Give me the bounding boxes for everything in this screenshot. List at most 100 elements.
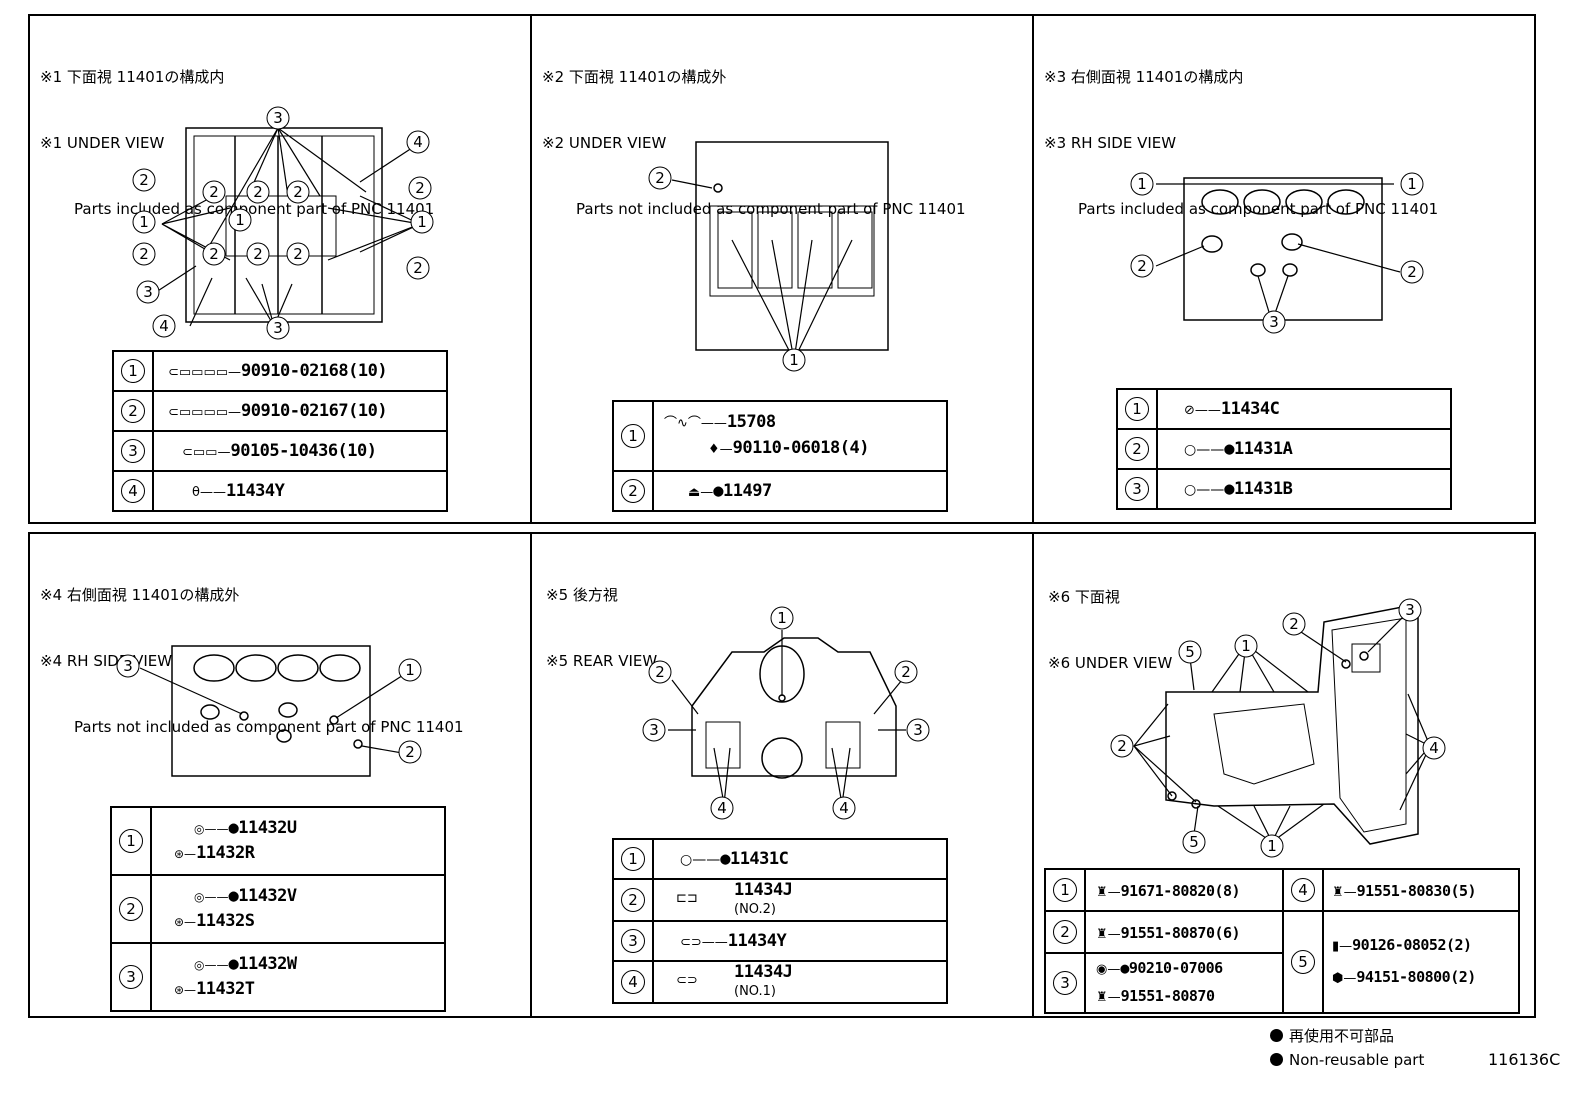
bolt-icon: ⊛— [174, 915, 197, 929]
svg-text:2: 2 [209, 245, 219, 263]
row-number: 4 [121, 479, 145, 503]
svg-text:3: 3 [649, 721, 659, 739]
part-number: ●11431C [720, 849, 789, 869]
part-note: (NO.1) [734, 984, 776, 999]
part-number-2: 91551-80870 [1120, 987, 1215, 1005]
callouts: 1 1 2 2 3 [1130, 172, 1424, 334]
table-row: 1 ⊘——11434C [1116, 388, 1452, 430]
callout-3: 3 [642, 718, 666, 742]
svg-text:2: 2 [655, 663, 665, 681]
callout-1: 1 [1130, 172, 1154, 196]
callouts: 3 2 1 5 2 4 5 1 [1110, 598, 1446, 858]
svg-text:5: 5 [1189, 833, 1199, 851]
part-number: 15708 [726, 412, 776, 432]
callout-4: 4 [406, 130, 430, 154]
title-ja: ※4 右側面視 11401の構成外 [40, 586, 240, 604]
title-en: ※2 UNDER VIEW [542, 134, 667, 152]
svg-text:2: 2 [1289, 615, 1299, 633]
svg-text:2: 2 [293, 183, 303, 201]
part-number-2: 11432R [196, 843, 255, 863]
part-number-2: 11432S [196, 911, 255, 931]
svg-text:2: 2 [209, 183, 219, 201]
callout-2: 2 [132, 242, 156, 266]
svg-text:2: 2 [293, 245, 303, 263]
callout-2: 2 [1110, 734, 1134, 758]
table-row: 3 ◎——●11432W ⊛—11432T [110, 942, 446, 1012]
svg-text:2: 2 [253, 183, 263, 201]
row-number: 1 [1125, 397, 1149, 421]
engine-block-under-drawing: 3 4 2 2 2 2 2 1 1 1 2 2 2 2 2 3 4 3 [132, 106, 434, 340]
callout-3: 3 [136, 280, 160, 304]
legend-item-en: Non-reusable part [1270, 1048, 1424, 1072]
svg-text:3: 3 [1269, 313, 1279, 331]
row-number: 2 [119, 897, 143, 921]
legend-item-ja: 再使用不可部品 [1270, 1024, 1424, 1048]
callout-4: 4 [1422, 736, 1446, 760]
oil-pan-under-drawing: 3 2 1 5 2 4 5 1 [1110, 598, 1446, 858]
bolt-icon: ♜— [1096, 926, 1121, 942]
callout-2: 2 [1130, 254, 1154, 278]
panel-6-under-view: ※6 下面視 ※6 UNDER VIEW 3 2 1 5 [1032, 532, 1536, 1018]
plug-icon: ⏏— [688, 485, 714, 500]
bolt-icon: ♜— [1096, 990, 1121, 1005]
cap-icon: ○—— [1184, 442, 1225, 458]
part-number: 91551-80830(5) [1356, 881, 1477, 900]
callout-2: 2 [648, 166, 672, 190]
panel-5-rear-view: ※5 後方視 ※5 REAR VIEW 1 2 2 3 3 4 4 [530, 532, 1034, 1018]
callout-1: 1 [398, 658, 422, 682]
table-row: 2 ⏏—●11497 [612, 470, 948, 512]
callout-5: 5 [1178, 640, 1202, 664]
svg-text:2: 2 [413, 259, 423, 277]
title-ja: ※6 下面視 [1048, 588, 1120, 606]
row-number: 3 [1125, 477, 1149, 501]
part-number: 90105-10436(10) [230, 441, 377, 461]
title-en: ※5 REAR VIEW [546, 652, 658, 670]
callout-2: 2 [1400, 260, 1424, 284]
svg-text:4: 4 [839, 799, 849, 817]
screw-icon: ♦— [708, 442, 733, 457]
row-number: 1 [119, 829, 143, 853]
figure-id: 116136C [1488, 1050, 1561, 1069]
part-number-2: 90110-06018(4) [732, 438, 870, 458]
table-row: 2 ⊏⊐ 11434J (NO.2) [612, 878, 948, 922]
washer-icon: ◉— [1096, 962, 1121, 977]
wire-clip-icon: ⌒∿⌒—— [664, 416, 727, 431]
callout-3: 3 [1262, 310, 1286, 334]
svg-text:4: 4 [717, 799, 727, 817]
row-number: 1 [121, 359, 145, 383]
svg-text:4: 4 [1429, 739, 1439, 757]
part-number: 91551-80870(6) [1120, 923, 1241, 942]
part-number: ●11432V [228, 886, 297, 906]
row-number: 2 [121, 399, 145, 423]
panel-title: ※5 後方視 ※5 REAR VIEW [546, 540, 657, 716]
callout-2: 2 [286, 242, 310, 266]
row-number: 2 [621, 479, 645, 503]
svg-text:3: 3 [913, 721, 923, 739]
svg-text:2: 2 [901, 663, 911, 681]
callout-1: 1 [1260, 834, 1284, 858]
row-number: 3 [119, 965, 143, 989]
callouts: 1 2 2 3 3 4 4 [642, 606, 930, 820]
panel-2-under-view: ※2 下面視 11401の構成外 ※2 UNDER VIEW Parts not… [530, 14, 1034, 524]
callouts: 2 1 [648, 166, 806, 372]
table-row: 3 ◉—●90210-07006 ♜—91551-80870 [1044, 952, 1519, 1014]
svg-text:1: 1 [1137, 175, 1147, 193]
bolt-icon: ⊂▭▭— [182, 445, 231, 460]
callout-2: 2 [1282, 612, 1306, 636]
part-number: 90910-02168(10) [241, 361, 388, 381]
callouts: 3 4 2 2 2 2 2 1 1 1 2 2 2 2 2 3 4 3 [132, 106, 434, 340]
title-en: ※6 UNDER VIEW [1048, 654, 1173, 672]
svg-text:1: 1 [1241, 637, 1251, 655]
table-row: 4 θ——11434Y [112, 470, 448, 512]
table-row: 2 ⊂▭▭▭▭—90910-02167(10) [112, 390, 448, 432]
part-number: 11434Y [727, 931, 787, 951]
bolt-icon: ♜— [1332, 884, 1357, 900]
svg-text:2: 2 [405, 743, 415, 761]
svg-text:1: 1 [235, 211, 245, 229]
part-number: 91671-80820(8) [1120, 881, 1241, 900]
callout-2: 2 [246, 180, 270, 204]
part-number-2: 94151-80800(2) [1356, 968, 1476, 986]
legend: 再使用不可部品 Non-reusable part [1270, 1024, 1424, 1072]
plug-icon: θ—— [192, 485, 226, 500]
plug-icon: ⊂⊃—— [680, 935, 728, 950]
